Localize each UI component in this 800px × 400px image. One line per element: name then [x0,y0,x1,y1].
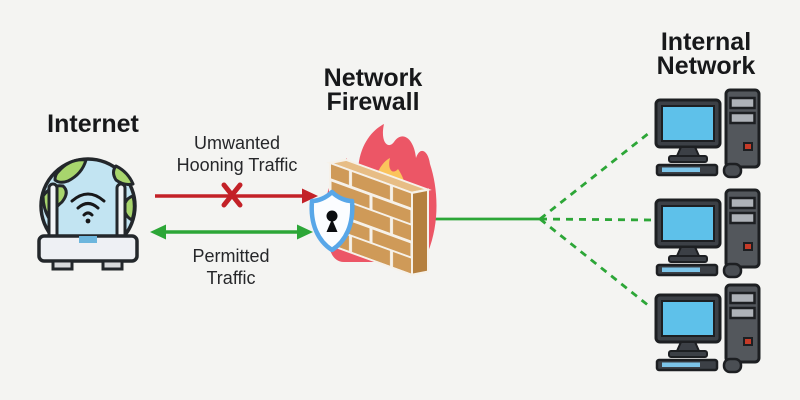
x-icon [221,182,243,208]
router [37,182,139,271]
globe-router-icon [37,157,139,271]
internal-network-label: Internal Network [656,28,756,80]
blocked-traffic-label: Umwanted Hooning Traffic [177,132,298,176]
shield-icon [309,189,355,253]
firewall-icon [309,124,437,277]
permitted-traffic-arrow [150,224,313,240]
blocked-traffic-label-line2: Hooning Traffic [176,155,298,175]
computer-icon [654,88,761,179]
firewall-label: Network Firewall [323,64,423,116]
internal-network-icons [654,88,761,374]
computer-icon [654,188,761,279]
internet-label: Internet [47,110,139,138]
brick-wall [326,158,432,277]
blocked-traffic-arrow [155,182,318,208]
firewall-label-line2: Firewall [326,88,420,116]
firewall-label-line1: Network [323,64,423,92]
computer-icon [654,283,761,374]
network-connector-lines [430,131,652,308]
permitted-traffic-label-line2: Traffic [206,268,256,288]
permitted-traffic-label-line1: Permitted [192,246,270,266]
internal-network-label-line1: Internal [660,28,752,56]
internal-network-label-line2: Network [656,52,756,80]
permitted-traffic-label: Permitted Traffic [192,245,269,289]
blocked-traffic-label-line1: Umwanted [193,133,281,153]
wifi-icon [70,192,106,217]
